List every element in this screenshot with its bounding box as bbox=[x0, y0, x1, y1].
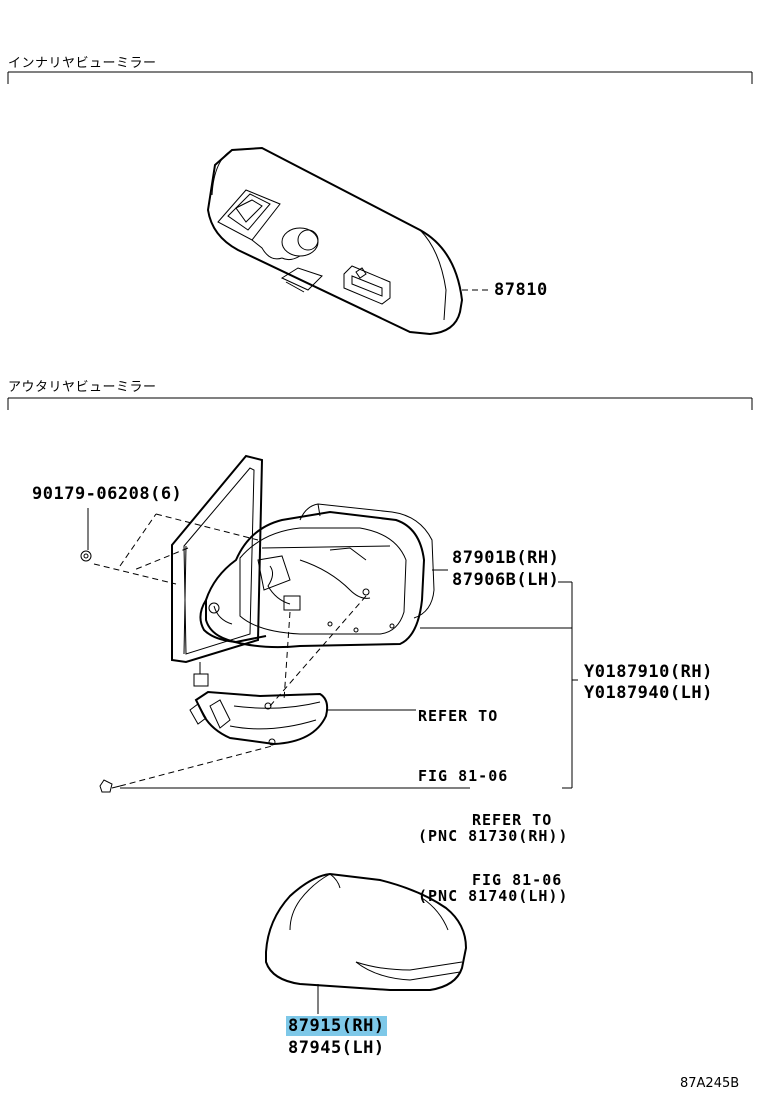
outer-section-frame bbox=[7, 397, 753, 410]
diagram-id: 87A245B bbox=[680, 1076, 740, 1091]
part-label-mirror-sub-lh[interactable]: 87906B(LH) bbox=[452, 570, 560, 590]
reference-line: (PNC 81740(LH)) bbox=[418, 887, 569, 905]
reference-line: FIG 81-06 bbox=[418, 767, 509, 785]
part-label-assy-rh[interactable]: Y0187910(RH) bbox=[584, 662, 713, 682]
outer-mirror-glass bbox=[171, 454, 264, 664]
part-label-mirror-sub-rh[interactable]: 87901B(RH) bbox=[452, 548, 560, 568]
highlighted-part-number: 87915(RH) bbox=[286, 1016, 387, 1036]
reference-line: REFER TO bbox=[472, 811, 553, 829]
part-label-inner-mirror[interactable]: 87810 bbox=[494, 280, 548, 300]
part-label-cover-lh[interactable]: 87945(LH) bbox=[288, 1038, 385, 1058]
inner-mirror-section-title: インナリヤビューミラー bbox=[8, 56, 157, 71]
part-label-assy-lh[interactable]: Y0187940(LH) bbox=[584, 683, 713, 703]
assembly-dash-lines bbox=[93, 513, 367, 787]
inner-section-frame bbox=[7, 71, 753, 84]
mirror-housing bbox=[199, 503, 435, 649]
reference-note-screw[interactable]: REFER TO FIG 81-06 bbox=[472, 770, 562, 910]
turn-signal-lamp bbox=[189, 690, 329, 746]
lamp-screw bbox=[99, 779, 121, 793]
glass-connector bbox=[193, 662, 209, 687]
mirror-cover-drawing bbox=[265, 872, 468, 1014]
reference-line: REFER TO bbox=[418, 707, 499, 725]
part-label-screw[interactable]: 90179-06208(6) bbox=[32, 484, 183, 504]
screw-90179 bbox=[80, 508, 92, 562]
outer-mirror-section-title: アウタリヤビューミラー bbox=[8, 380, 157, 395]
leader-lines bbox=[120, 569, 578, 789]
reference-line: (PNC 81730(RH)) bbox=[418, 827, 569, 845]
reference-line: FIG 81-06 bbox=[472, 871, 563, 889]
inner-mirror-drawing bbox=[206, 146, 492, 336]
reference-note-lamp[interactable]: REFER TO FIG 81-06 (PNC 81730(RH)) (PNC … bbox=[418, 666, 568, 926]
part-label-cover-rh[interactable]: 87915(RH) bbox=[286, 1016, 387, 1036]
